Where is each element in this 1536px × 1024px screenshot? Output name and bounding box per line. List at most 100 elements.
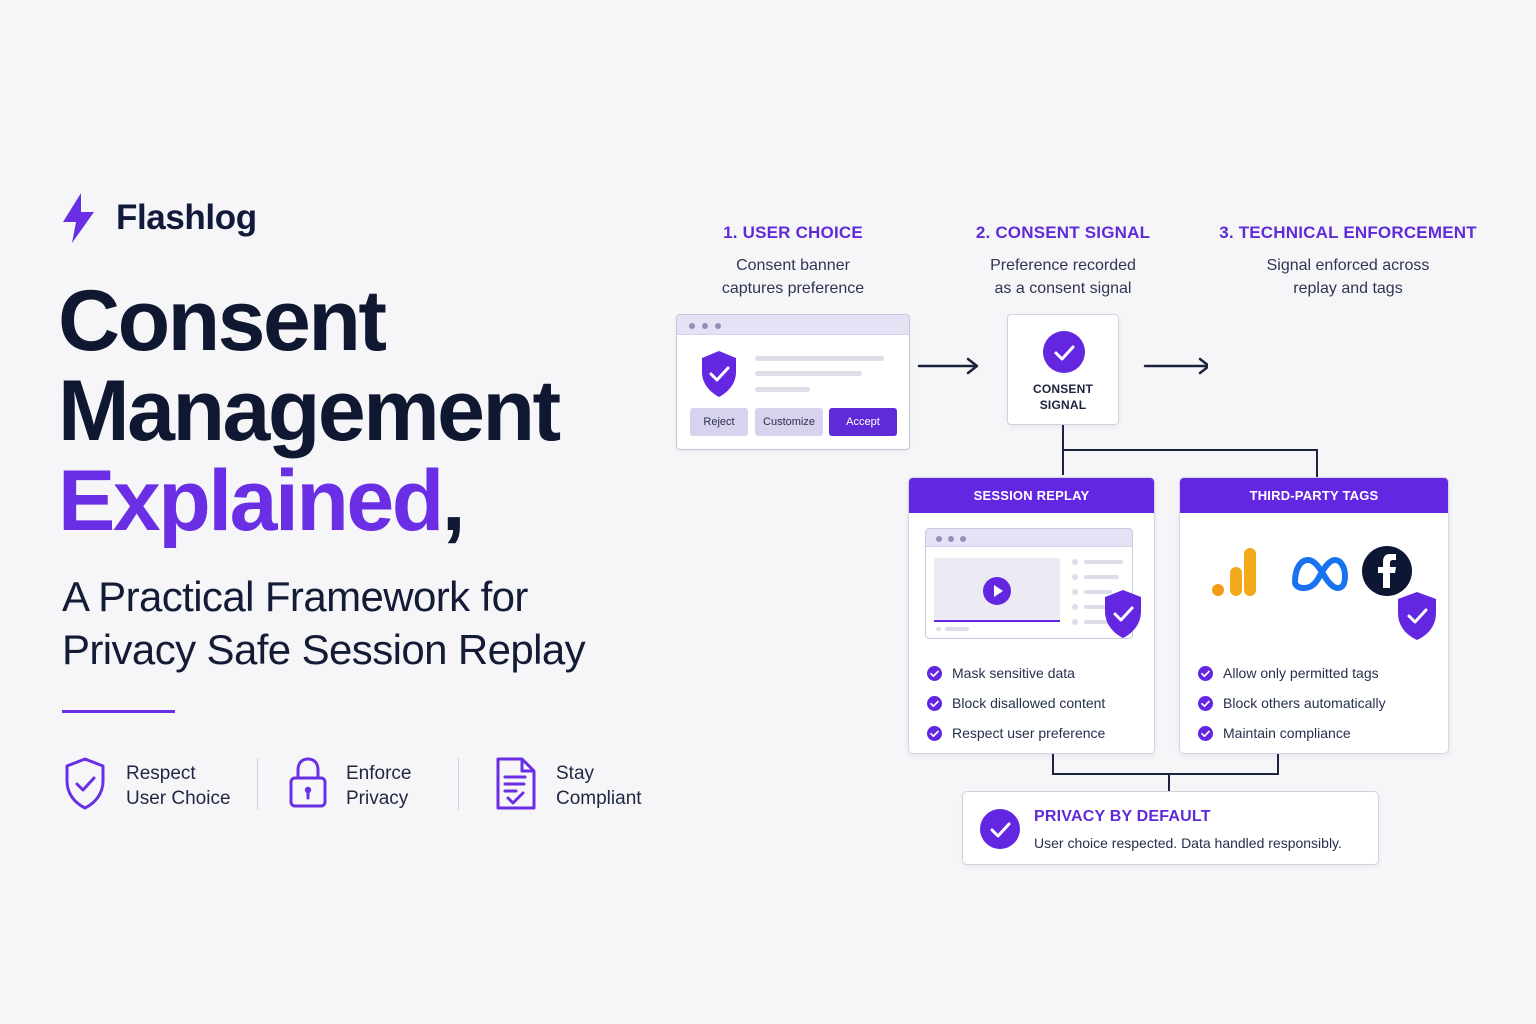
placeholder-mark (936, 627, 941, 631)
check-circle-icon (1198, 695, 1213, 711)
content-placeholder-line (755, 387, 810, 392)
list-item-label: Respect user preference (952, 725, 1106, 741)
check-circle-icon (927, 725, 942, 741)
lightning-bolt-icon (63, 193, 94, 243)
document-check-icon (496, 757, 536, 810)
accept-button[interactable]: Accept (829, 408, 897, 436)
benefit-divider (257, 758, 258, 810)
step-description: Consent banner captures preference (648, 254, 938, 300)
shield-check-icon (1398, 592, 1436, 640)
browser-dot (960, 536, 966, 542)
privacy-description: User choice respected. Data handled resp… (1034, 835, 1342, 851)
third-party-tags-panel: THIRD-PARTY TAGS Allow only permitted ta… (1179, 477, 1449, 754)
step-description: Preference recorded as a consent signal (918, 254, 1208, 300)
brand: Flashlog (58, 192, 257, 244)
consent-signal-label: CONSENT SIGNAL (1008, 381, 1118, 413)
benefit-label-line-2: Compliant (556, 788, 642, 809)
step-consent-signal: 2. CONSENT SIGNAL Preference recorded as… (918, 223, 1208, 300)
check-circle-icon (1198, 665, 1213, 681)
browser-toolbar (677, 315, 909, 335)
list-item-label: Block disallowed content (952, 695, 1106, 711)
reject-button[interactable]: Reject (690, 408, 748, 436)
third-party-tags-feature-list: Allow only permitted tags Block others a… (1198, 658, 1408, 748)
list-item: Allow only permitted tags (1198, 658, 1408, 688)
placeholder-dot (1072, 559, 1078, 565)
facebook-icon (1362, 546, 1412, 596)
title-line-explained: Explained, (58, 456, 678, 546)
shield-check-icon (702, 351, 736, 397)
benefit-divider (458, 758, 459, 810)
content-placeholder-line (755, 371, 862, 376)
list-item-label: Block others automatically (1223, 695, 1386, 711)
list-item: Mask sensitive data (927, 658, 1137, 688)
list-item: Respect user preference (927, 718, 1137, 748)
step-description-line-2: as a consent signal (994, 280, 1132, 297)
benefit-enforce-privacy: Enforce Privacy (288, 756, 411, 811)
benefit-label-line-2: User Choice (126, 788, 231, 809)
subtitle-line-1: A Practical Framework for (62, 573, 528, 620)
meta-icon (1292, 557, 1348, 591)
browser-dot (936, 536, 942, 542)
list-item: Block others automatically (1198, 688, 1408, 718)
list-item: Maintain compliance (1198, 718, 1408, 748)
placeholder-dot (1072, 619, 1078, 625)
connector-line (1052, 773, 1279, 775)
check-circle-icon (1198, 725, 1213, 741)
check-circle-icon (980, 809, 1020, 849)
benefit-respect-user-choice: Respect User Choice (62, 756, 231, 812)
browser-toolbar (926, 529, 1132, 547)
browser-dot (715, 323, 721, 329)
session-replay-feature-list: Mask sensitive data Block disallowed con… (927, 658, 1137, 748)
shield-check-icon (65, 757, 105, 810)
placeholder-line (1084, 590, 1112, 594)
benefit-label-line-2: Privacy (346, 788, 409, 809)
consent-signal-card: CONSENT SIGNAL (1007, 314, 1119, 425)
video-progress-bar[interactable] (934, 620, 1060, 622)
benefit-label: Stay Compliant (556, 756, 642, 811)
benefit-label: Enforce Privacy (346, 756, 411, 811)
privacy-title: PRIVACY BY DEFAULT (1034, 808, 1211, 825)
step-user-choice: 1. USER CHOICE Consent banner captures p… (648, 223, 938, 300)
list-item-label: Allow only permitted tags (1223, 665, 1379, 681)
connector-line (1168, 774, 1170, 791)
step-description-line-1: Preference recorded (990, 257, 1136, 274)
placeholder-dot (1072, 574, 1078, 580)
benefit-label-line-1: Stay (556, 763, 595, 784)
flow-arrow-icon (1143, 357, 1208, 375)
benefit-label-line-1: Enforce (346, 763, 412, 784)
benefit-stay-compliant: Stay Compliant (494, 756, 642, 812)
placeholder-line (1084, 620, 1110, 624)
browser-dot (702, 323, 708, 329)
list-item-label: Mask sensitive data (952, 665, 1075, 681)
play-icon[interactable] (982, 576, 1012, 606)
connector-line (1277, 754, 1279, 775)
benefit-label: Respect User Choice (126, 756, 231, 811)
customize-button[interactable]: Customize (755, 408, 823, 436)
title-line-management: Management (58, 363, 561, 459)
consent-banner-mockup: Reject Customize Accept (676, 314, 910, 450)
connector-line (1052, 754, 1054, 774)
content-placeholder-line (755, 356, 884, 361)
browser-dot (948, 536, 954, 542)
placeholder-line (1084, 560, 1123, 564)
panel-title: THIRD-PARTY TAGS (1180, 478, 1448, 513)
step-description-line-1: Signal enforced across (1266, 257, 1430, 274)
accent-divider (62, 710, 175, 713)
check-circle-icon (1043, 331, 1085, 373)
browser-dot (689, 323, 695, 329)
consent-signal-label-line-1: CONSENT (1032, 382, 1094, 396)
hero-title: Consent Management Explained, (58, 276, 678, 546)
step-description-line-2: captures preference (721, 280, 865, 297)
placeholder-line (1084, 575, 1119, 579)
session-replay-panel: SESSION REPLAY (908, 477, 1155, 754)
benefit-label-line-1: Respect (126, 763, 196, 784)
placeholder-line (945, 627, 969, 631)
privacy-by-default-card: PRIVACY BY DEFAULT User choice respected… (962, 791, 1379, 865)
placeholder-dot (1072, 604, 1078, 610)
panel-title: SESSION REPLAY (909, 478, 1154, 513)
list-item-label: Maintain compliance (1223, 725, 1351, 741)
session-replay-mockup (925, 528, 1133, 639)
connector-line (1316, 449, 1318, 477)
title-explained-word: Explained (58, 453, 444, 549)
